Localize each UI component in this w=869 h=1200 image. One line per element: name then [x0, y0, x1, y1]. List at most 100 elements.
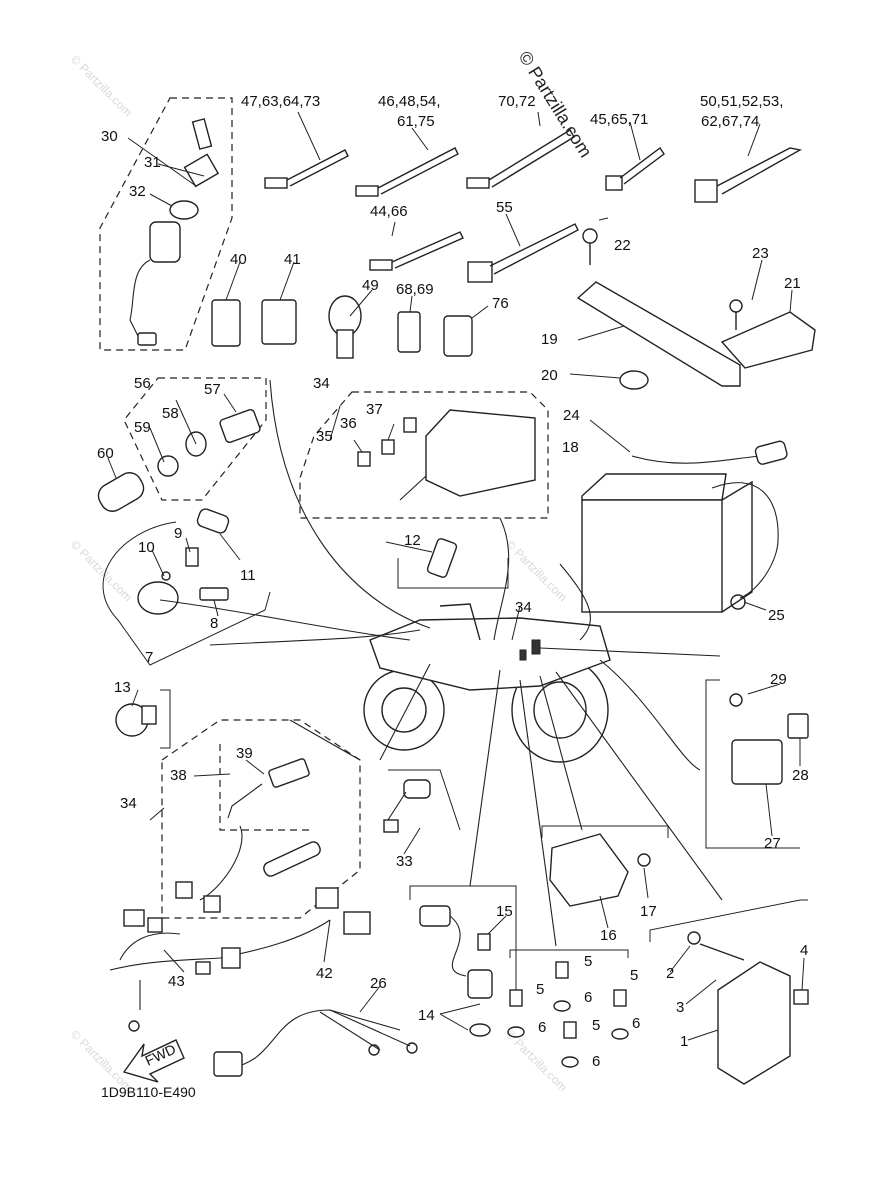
sensor-12 [426, 538, 458, 578]
label-29: 29 [770, 671, 787, 688]
label-50-51-52-53: 50,51,52,53, [700, 93, 783, 110]
battery [581, 440, 788, 613]
label-3: 3 [676, 999, 684, 1016]
starter-relay-bracket [705, 679, 800, 849]
label-34-left: 34 [120, 795, 137, 812]
label-6-d: 6 [592, 1053, 600, 1070]
label-19: 19 [541, 331, 558, 348]
part-labels: 30 31 32 47,63,64,73 46,48,54, 61,75 70,… [97, 93, 809, 1070]
label-13: 13 [114, 679, 131, 696]
label-39: 39 [236, 745, 253, 762]
relays-and-holders [211, 295, 473, 359]
main-harness [109, 887, 371, 1032]
label-22: 22 [614, 237, 631, 254]
label-5-a: 5 [584, 953, 592, 970]
sub-harness [175, 758, 321, 913]
label-28: 28 [792, 767, 809, 784]
label-18: 18 [562, 439, 579, 456]
label-6-c: 6 [632, 1015, 640, 1032]
label-27: 27 [764, 835, 781, 852]
item-33-bracket [388, 769, 461, 831]
label-26: 26 [370, 975, 387, 992]
label-12: 12 [404, 532, 421, 549]
label-23: 23 [752, 245, 769, 262]
watermark-top-left: © Partzilla.com [68, 52, 135, 119]
label-24: 24 [563, 407, 580, 424]
label-49: 49 [362, 277, 379, 294]
label-59: 59 [134, 419, 151, 436]
horn-assembly [102, 508, 271, 666]
watermark-mid-center: © Partzilla.com [503, 537, 570, 604]
fwd-arrow: FWD [122, 1039, 185, 1083]
label-4: 4 [800, 942, 808, 959]
leader-lines [107, 111, 805, 1041]
label-58: 58 [162, 405, 179, 422]
label-14: 14 [418, 1007, 435, 1024]
label-76: 76 [492, 295, 509, 312]
label-56: 56 [134, 375, 151, 392]
label-55: 55 [496, 199, 513, 216]
label-46-48-54: 46,48,54, [378, 93, 441, 110]
label-31: 31 [144, 154, 161, 171]
label-5-c: 5 [630, 967, 638, 984]
label-60: 60 [97, 445, 114, 462]
atv-vehicle [363, 603, 611, 763]
label-8: 8 [210, 615, 218, 632]
sub-harness-group-box [219, 744, 310, 831]
label-20: 20 [541, 367, 558, 384]
label-16: 16 [600, 927, 617, 944]
label-34-top: 34 [313, 375, 330, 392]
label-70-72: 70,72 [498, 93, 536, 110]
diagram-code: 1D9B110-E490 [101, 1084, 196, 1100]
speed-sensor [419, 905, 493, 1037]
label-10: 10 [138, 539, 155, 556]
label-33: 33 [396, 853, 413, 870]
switch-13 [115, 703, 157, 737]
label-41: 41 [284, 251, 301, 268]
label-30: 30 [101, 128, 118, 145]
dc-socket-assembly [97, 408, 261, 512]
label-61-75: 61,75 [397, 113, 435, 130]
connection-wires [159, 379, 723, 947]
label-57: 57 [204, 381, 221, 398]
cable-ties-top [264, 129, 802, 283]
watermark-mid-left: © Partzilla.com [68, 537, 135, 604]
label-43: 43 [168, 973, 185, 990]
label-11: 11 [240, 567, 256, 584]
label-68-69: 68,69 [396, 281, 434, 298]
battery-cable [213, 1009, 418, 1077]
label-38: 38 [170, 767, 187, 784]
label-21: 21 [784, 275, 801, 292]
main-switch-group-box [99, 97, 233, 351]
label-7: 7 [145, 649, 153, 666]
label-5-d: 5 [592, 1017, 600, 1034]
wire-harness-group-box [161, 719, 361, 919]
bolts-bracket [509, 949, 629, 958]
label-6-a: 6 [584, 989, 592, 1006]
sensor-14-bracket [409, 885, 517, 1006]
label-2: 2 [666, 965, 674, 982]
label-45-65-71: 45,65,71 [590, 111, 648, 128]
switch-13-bracket [160, 689, 171, 749]
label-15: 15 [496, 903, 513, 920]
fuse-box-group-box [299, 391, 549, 519]
rectifier-bracket [541, 825, 669, 838]
battery-bracket-assembly [576, 228, 816, 390]
label-25: 25 [768, 607, 785, 624]
label-35: 35 [316, 428, 333, 445]
label-32: 32 [129, 183, 146, 200]
label-44-66: 44,66 [370, 203, 408, 220]
label-34-center: 34 [515, 599, 532, 616]
rectifier [549, 833, 651, 907]
cdi-unit [687, 931, 809, 1085]
main-switch-assembly [129, 118, 220, 346]
label-40: 40 [230, 251, 247, 268]
sensor-12-bracket [397, 558, 509, 589]
label-1: 1 [680, 1033, 688, 1050]
starter-relay [729, 693, 809, 785]
fuse-box [357, 409, 536, 501]
label-36: 36 [340, 415, 357, 432]
label-47-63-64-73: 47,63,64,73 [241, 93, 320, 110]
label-6-b: 6 [538, 1019, 546, 1036]
